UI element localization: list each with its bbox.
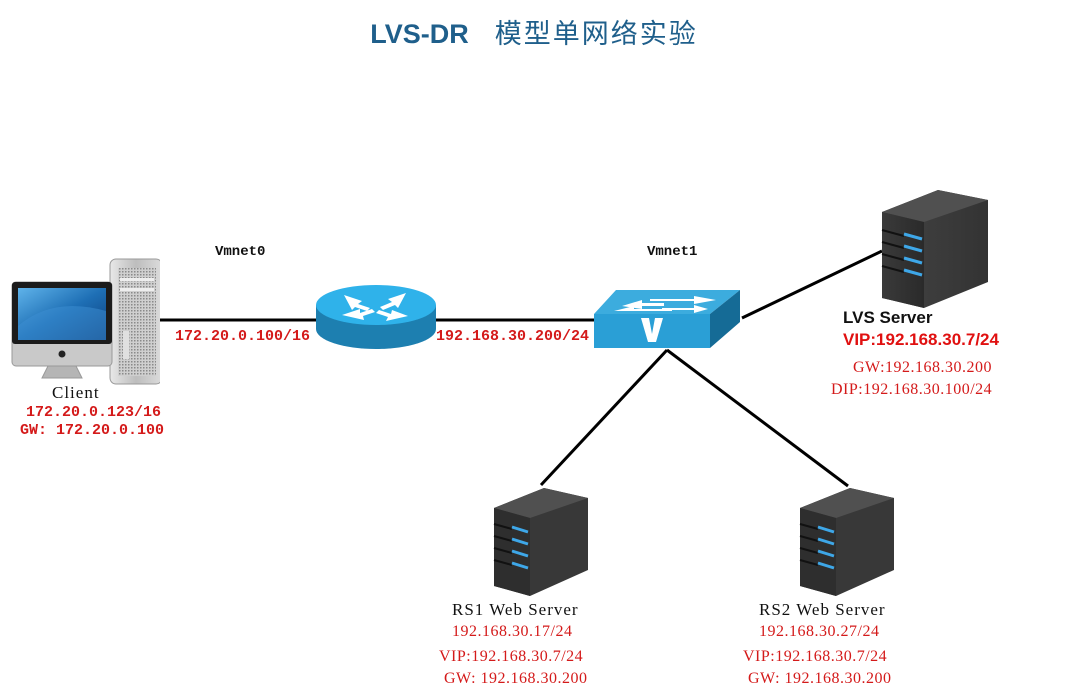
title-sub: 模型单网络实验	[494, 19, 698, 50]
rs1-name: RS1 Web Server	[452, 600, 579, 619]
rs2-server-icon	[799, 488, 894, 596]
client-computer-icon	[11, 258, 160, 385]
client-gateway: GW: 172.20.0.100	[20, 422, 165, 439]
link-switch-rs1	[539, 348, 669, 487]
diagram-title: LVS-DR 模型单网络实验	[0, 12, 1068, 51]
rs2-name: RS2 Web Server	[759, 600, 886, 619]
link-switch-rs2	[666, 348, 849, 488]
router-right-ip: 192.168.30.200/24	[436, 328, 590, 345]
rs2-ip: 192.168.30.27/24	[759, 623, 880, 640]
lvs-server-vip: VIP:192.168.30.7/24	[843, 330, 999, 349]
rs2-gateway: GW: 192.168.30.200	[748, 670, 892, 687]
lvs-server-dip: DIP:192.168.30.100/24	[831, 381, 993, 398]
lvs-server-gateway: GW:192.168.30.200	[853, 359, 993, 376]
network-label-vmnet1: Vmnet1	[647, 244, 698, 260]
switch-icon	[594, 290, 740, 348]
router-icon	[316, 285, 436, 349]
router-left-ip: 172.20.0.100/16	[175, 328, 311, 345]
lvs-server-name: LVS Server	[843, 308, 933, 327]
title-main: LVS-DR	[370, 19, 469, 49]
rs2-vip: VIP:192.168.30.7/24	[743, 648, 888, 665]
client-ip: 172.20.0.123/16	[26, 404, 162, 421]
link-switch-lvs	[741, 249, 883, 320]
rs1-gateway: GW: 192.168.30.200	[444, 670, 588, 687]
network-label-vmnet0: Vmnet0	[215, 244, 266, 260]
client-name: Client	[52, 383, 100, 402]
lvs-server-icon	[881, 190, 988, 308]
rs1-ip: 192.168.30.17/24	[452, 623, 573, 640]
rs1-server-icon	[493, 488, 588, 596]
rs1-vip: VIP:192.168.30.7/24	[439, 648, 584, 665]
